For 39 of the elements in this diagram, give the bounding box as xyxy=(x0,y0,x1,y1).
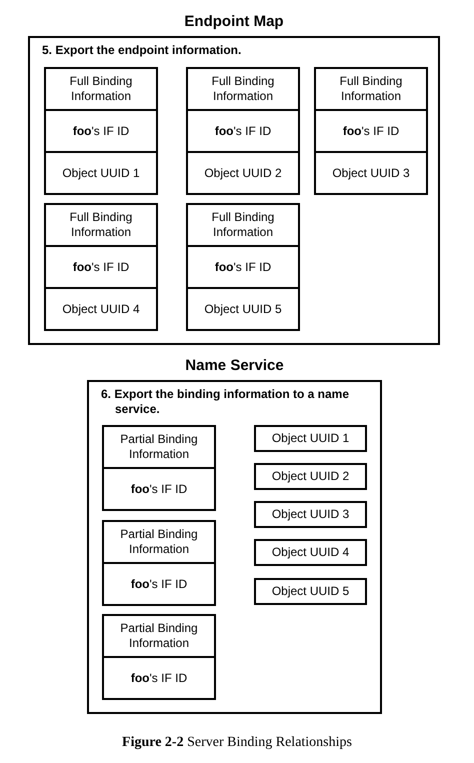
container-title: Endpoint Map xyxy=(183,12,285,32)
record-field: Object UUID 5 xyxy=(188,287,298,329)
record-field: foo's IF ID xyxy=(46,109,156,151)
record-field: Full Binding Information xyxy=(316,69,426,109)
record-field: foo's IF ID xyxy=(104,656,214,698)
record-box xyxy=(186,67,300,195)
record-field: foo's IF ID xyxy=(316,109,426,151)
step-heading: 6. Export the binding information to a name service. xyxy=(101,387,350,417)
record-field: Partial Binding Information xyxy=(104,522,214,562)
record-field: foo's IF ID xyxy=(46,245,156,287)
record-field: Partial Binding Information xyxy=(104,616,214,656)
figure-caption: Figure 2-2 Server Binding Relationships xyxy=(121,734,353,752)
record-box xyxy=(102,614,216,700)
record-box xyxy=(44,67,158,195)
record-box xyxy=(186,203,300,331)
record-field: Object UUID 3 xyxy=(256,503,365,526)
step-heading: 5. Export the endpoint information. xyxy=(42,43,242,58)
record-field: Object UUID 1 xyxy=(256,427,365,450)
record-box xyxy=(102,425,216,511)
record-field: Partial Binding Information xyxy=(104,427,214,467)
container-title: Name Service xyxy=(184,356,285,376)
record-field: Object UUID 5 xyxy=(256,580,365,603)
record-field: Object UUID 2 xyxy=(256,465,365,488)
record-field: Full Binding Information xyxy=(188,69,298,109)
record-field: Full Binding Information xyxy=(188,205,298,245)
record-field: foo's IF ID xyxy=(188,245,298,287)
record-field: foo's IF ID xyxy=(104,467,214,509)
record-field: Object UUID 4 xyxy=(46,287,156,329)
record-box xyxy=(44,203,158,331)
record-field: foo's IF ID xyxy=(188,109,298,151)
record-field: Object UUID 2 xyxy=(188,151,298,193)
record-field: Full Binding Information xyxy=(46,205,156,245)
record-box xyxy=(102,520,216,606)
record-field: Object UUID 1 xyxy=(46,151,156,193)
record-field: Object UUID 4 xyxy=(256,541,365,564)
record-field: Full Binding Information xyxy=(46,69,156,109)
record-field: foo's IF ID xyxy=(104,562,214,604)
record-field: Object UUID 3 xyxy=(316,151,426,193)
record-box xyxy=(314,67,428,195)
